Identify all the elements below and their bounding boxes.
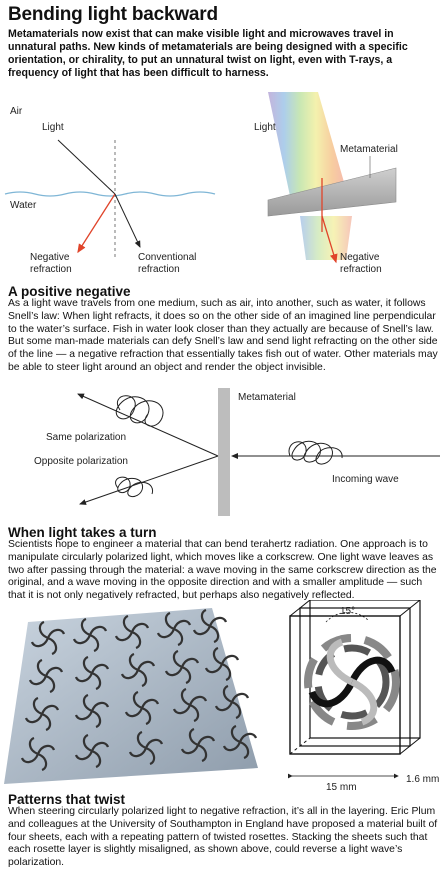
- rosette-diagrams: 15° 15 mm 1.6 mm: [4, 600, 439, 790]
- section-text-positive-negative: As a light wave travels from one medium,…: [8, 298, 438, 373]
- light-label-1: Light: [42, 122, 64, 133]
- metamaterial-slab: [267, 167, 397, 217]
- depth-label: 1.6 mm: [406, 774, 439, 785]
- water-label: Water: [10, 200, 37, 211]
- light-beam-in: [268, 92, 348, 196]
- light-label-2: Light: [254, 122, 276, 133]
- metamaterial-plate: [218, 388, 230, 516]
- stacked-layers-cube: 15° 15 mm 1.6 mm: [288, 600, 439, 790]
- metamaterial-prism-diagram: Light Metamaterial Negative refraction: [254, 92, 398, 275]
- incoming-coil: [288, 440, 343, 465]
- opposite-polarization-label: Opposite polarization: [34, 456, 128, 467]
- section-text-patterns: When steering circularly polarized light…: [8, 806, 438, 869]
- conventional-label-a: Conventional: [138, 252, 196, 263]
- metamaterial-label-2: Metamaterial: [340, 144, 398, 155]
- negative-label-2a: Negative: [340, 252, 380, 263]
- negative-ray-2: [321, 215, 338, 264]
- air-label: Air: [10, 106, 23, 117]
- section-text-takes-turn: Scientists hope to engineer a material t…: [8, 539, 437, 602]
- opposite-polarization-ray: [79, 455, 219, 505]
- conventional-ray: [114, 193, 141, 248]
- incoming-wave-label: Incoming wave: [332, 474, 399, 485]
- rosette-sheet: [4, 608, 258, 784]
- angle-label: 15°: [340, 606, 355, 617]
- width-label: 15 mm: [326, 782, 357, 790]
- opposite-polarization-coil: [115, 476, 154, 497]
- negative-label-1a: Negative: [30, 252, 70, 263]
- same-polarization-label: Same polarization: [46, 432, 126, 443]
- section-heading-patterns: Patterns that twist: [8, 792, 126, 807]
- light-beam-out: [300, 216, 352, 260]
- incident-ray: [57, 139, 116, 195]
- section-heading-takes-turn: When light takes a turn: [8, 525, 157, 540]
- same-polarization-coil: [115, 395, 164, 427]
- negative-label-1b: refraction: [30, 264, 72, 275]
- water-surface: [4, 191, 216, 197]
- section-heading-positive-negative: A positive negative: [8, 284, 131, 299]
- intro-deck: Metamaterials now exist that can make vi…: [8, 28, 408, 79]
- snell-diagram: Air Light Water Negative refraction Conv…: [4, 106, 216, 275]
- metamaterial-label-3: Metamaterial: [238, 392, 296, 403]
- page-title: Bending light backward: [8, 4, 218, 25]
- negative-ray: [77, 193, 116, 254]
- refraction-diagrams: Air Light Water Negative refraction Conv…: [4, 92, 398, 275]
- polarization-diagram: Metamaterial Same polarization Opposite …: [34, 388, 440, 516]
- negative-label-2b: refraction: [340, 264, 382, 275]
- conventional-label-b: refraction: [138, 264, 180, 275]
